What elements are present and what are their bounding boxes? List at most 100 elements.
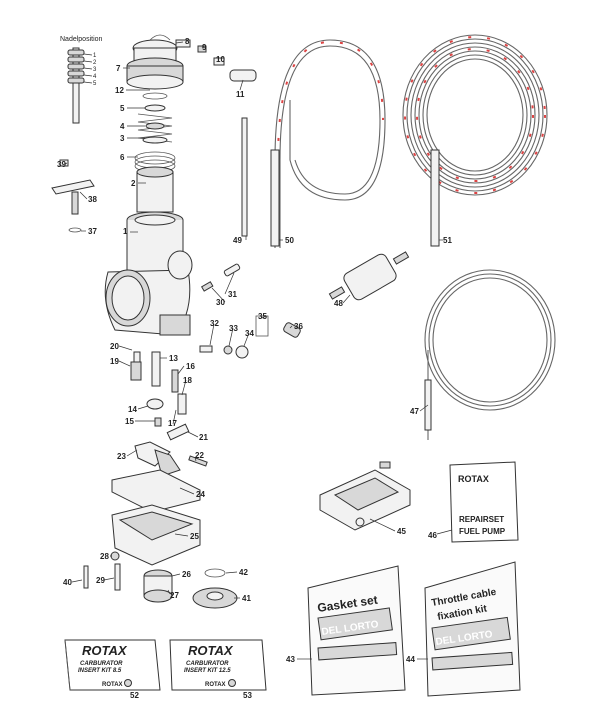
callout-46: 46 [428,531,437,540]
kit-52-brand: ROTAX [82,643,128,658]
callout-4: 4 [120,122,125,131]
callout-51: 51 [443,236,452,245]
needle-clip-1 [67,49,85,56]
callout-9: 9 [202,43,207,52]
callout-38: 38 [88,195,97,204]
callout-5: 5 [120,104,125,113]
needle-pos-label: 4 [93,74,97,80]
callout-52: 52 [130,691,139,700]
jets-and-needle-valve [130,351,208,467]
callout-41: 41 [242,594,251,603]
kit-53-line2: INSERT KIT 12.5 [184,668,231,674]
callout-47: 47 [410,407,419,416]
callout-7: 7 [116,64,121,73]
callout-2: 2 [131,179,136,188]
needle-clip-2 [67,56,85,63]
callout-21: 21 [199,433,208,442]
idle-screw-assembly [51,159,95,233]
fuel-hose-50 [270,39,386,248]
callout-16: 16 [186,362,195,371]
gasket-set-bag: Gasket set DEL LORTO [307,565,406,696]
fuel-hose-coil-51 [402,34,548,247]
repair-set-card: ROTAX REPAIRSET FUEL PUMP [449,461,519,543]
insert-kit-box-12-5: ROTAX CARBURATOR INSERT KIT 12.5 ROTAX [169,639,267,691]
callout-10: 10 [216,55,225,64]
callout-8: 8 [185,37,190,46]
callout-28: 28 [100,552,109,561]
callout-44: 44 [406,655,415,664]
callout-37: 37 [88,227,97,236]
callout-6: 6 [120,153,125,162]
callout-27: 27 [170,591,179,600]
callout-48: 48 [334,299,343,308]
callout-11: 11 [236,90,245,99]
callout-15: 15 [125,417,134,426]
needle-position-title: Nadelposition [60,36,103,43]
callout-labels: 1 2 3 4 5 6 7 8 9 10 11 12 13 14 15 16 1… [57,37,452,700]
callout-34: 34 [245,329,254,338]
repair-card-brand: ROTAX [458,474,489,484]
kit-52-seal [124,679,132,687]
callout-39: 39 [57,160,66,169]
kit-53-footer: ROTAX [205,682,226,688]
throttle-cable-47 [424,269,556,440]
kit-52-line2: INSERT KIT 8.5 [78,668,122,674]
callout-13: 13 [169,354,178,363]
carburetor-spring-stack [134,92,176,213]
needle-shaft [72,47,80,124]
carburetor-body [104,211,193,336]
callout-22: 22 [195,451,204,460]
carburetor-top-cap [126,34,257,90]
kit-53-seal [228,679,236,687]
callout-36: 36 [294,322,303,331]
callout-32: 32 [210,319,219,328]
kit-52-footer: ROTAX [102,682,123,688]
leader-lines [64,41,453,660]
callout-35: 35 [258,312,267,321]
kit-53-line1: CARBURATOR [186,661,229,667]
callout-14: 14 [128,405,137,414]
callout-40: 40 [63,578,72,587]
repair-card-line1: REPAIRSET [459,515,504,524]
callout-20: 20 [110,342,119,351]
callout-23: 23 [117,452,126,461]
callout-33: 33 [229,324,238,333]
callout-25: 25 [190,532,199,541]
callout-18: 18 [183,376,192,385]
needle-clip-3 [67,63,85,70]
callout-45: 45 [397,527,406,536]
throttle-cable-kit-bag: Throttle cable fixation kit DEL LORTO [424,561,521,697]
kit-53-brand: ROTAX [188,643,234,658]
callout-12: 12 [115,86,124,95]
insert-kit-box-8-5: ROTAX CARBURATOR INSERT KIT 8.5 ROTAX [64,639,161,691]
float-and-bowl [83,441,238,609]
callout-49: 49 [233,236,242,245]
callout-31: 31 [228,290,237,299]
callout-42: 42 [239,568,248,577]
repair-card-line2: FUEL PUMP [459,527,506,536]
needle-clip-4 [67,70,85,77]
needle-clip-5 [67,77,85,84]
needle-position-gauge: Nadelposition 1 2 3 4 5 [60,36,103,124]
needle-pos-label: 3 [93,67,97,73]
callout-17: 17 [168,419,177,428]
callout-19: 19 [110,357,119,366]
needle-pos-label: 1 [93,53,97,59]
callout-29: 29 [96,576,105,585]
callout-53: 53 [243,691,252,700]
screws-and-jets [199,117,301,359]
callout-26: 26 [182,570,191,579]
fuel-filter [328,251,410,301]
needle-pos-label: 5 [93,81,97,87]
fuel-pump [319,461,411,531]
callout-50: 50 [285,236,294,245]
callout-43: 43 [286,655,295,664]
callout-3: 3 [120,134,125,143]
kit-52-line1: CARBURATOR [80,661,123,667]
callout-1: 1 [123,227,128,236]
callout-30: 30 [216,298,225,307]
needle-pos-label: 2 [93,60,97,66]
callout-24: 24 [196,490,205,499]
